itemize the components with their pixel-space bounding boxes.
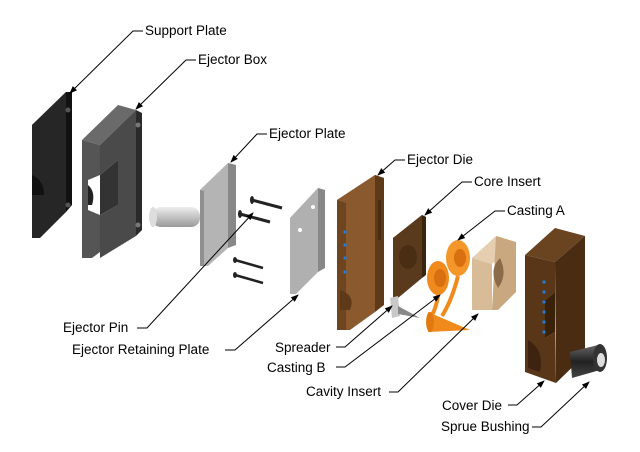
ejector-box-part: [82, 105, 142, 258]
leader-support-plate: [69, 30, 143, 94]
sprue-bushing-part: [570, 344, 607, 378]
label-casting-b: Casting B: [267, 360, 326, 375]
ejector-die-part: [337, 175, 384, 330]
label-ejector-plate: Ejector Plate: [269, 126, 346, 141]
leader-ejector-pin: [137, 212, 254, 329]
leader-core-insert: [424, 181, 472, 216]
label-ejector-pin: Ejector Pin: [63, 320, 129, 335]
leader-ejector-box: [135, 59, 196, 110]
cover-die-part: [525, 228, 585, 383]
label-ejector-retaining-plate: Ejector Retaining Plate: [72, 342, 210, 357]
leader-spreader: [336, 305, 393, 348]
label-casting-a: Casting A: [507, 203, 565, 218]
label-ejector-box: Ejector Box: [198, 52, 268, 67]
leader-lines: [69, 30, 590, 428]
casting-part: [426, 240, 470, 332]
core-insert-part: [393, 215, 426, 298]
leader-sprue-bushing: [532, 381, 590, 428]
leader-ejector-retaining-plate: [225, 294, 299, 351]
cavity-insert-part: [472, 236, 516, 310]
ejector-retaining-plate-part: [290, 188, 325, 294]
leader-ejector-die: [377, 159, 405, 176]
label-ejector-die: Ejector Die: [407, 152, 474, 167]
leader-casting-b: [336, 294, 441, 368]
label-core-insert: Core Insert: [474, 174, 541, 189]
label-cover-die: Cover Die: [442, 398, 503, 413]
leader-ejector-plate: [230, 133, 267, 163]
ejector-pins-part: [233, 196, 283, 285]
leader-cavity-insert: [389, 313, 479, 393]
label-sprue-bushing: Sprue Bushing: [441, 419, 530, 434]
label-spreader: Spreader: [275, 340, 331, 355]
spreader-part: [390, 296, 420, 318]
label-cavity-insert: Cavity Insert: [306, 384, 382, 399]
support-plate-part: [32, 92, 72, 238]
ejector-plate-part: [149, 163, 236, 266]
leader-casting-a: [457, 210, 505, 241]
leader-cover-die: [508, 380, 545, 406]
label-support-plate: Support Plate: [145, 23, 227, 38]
